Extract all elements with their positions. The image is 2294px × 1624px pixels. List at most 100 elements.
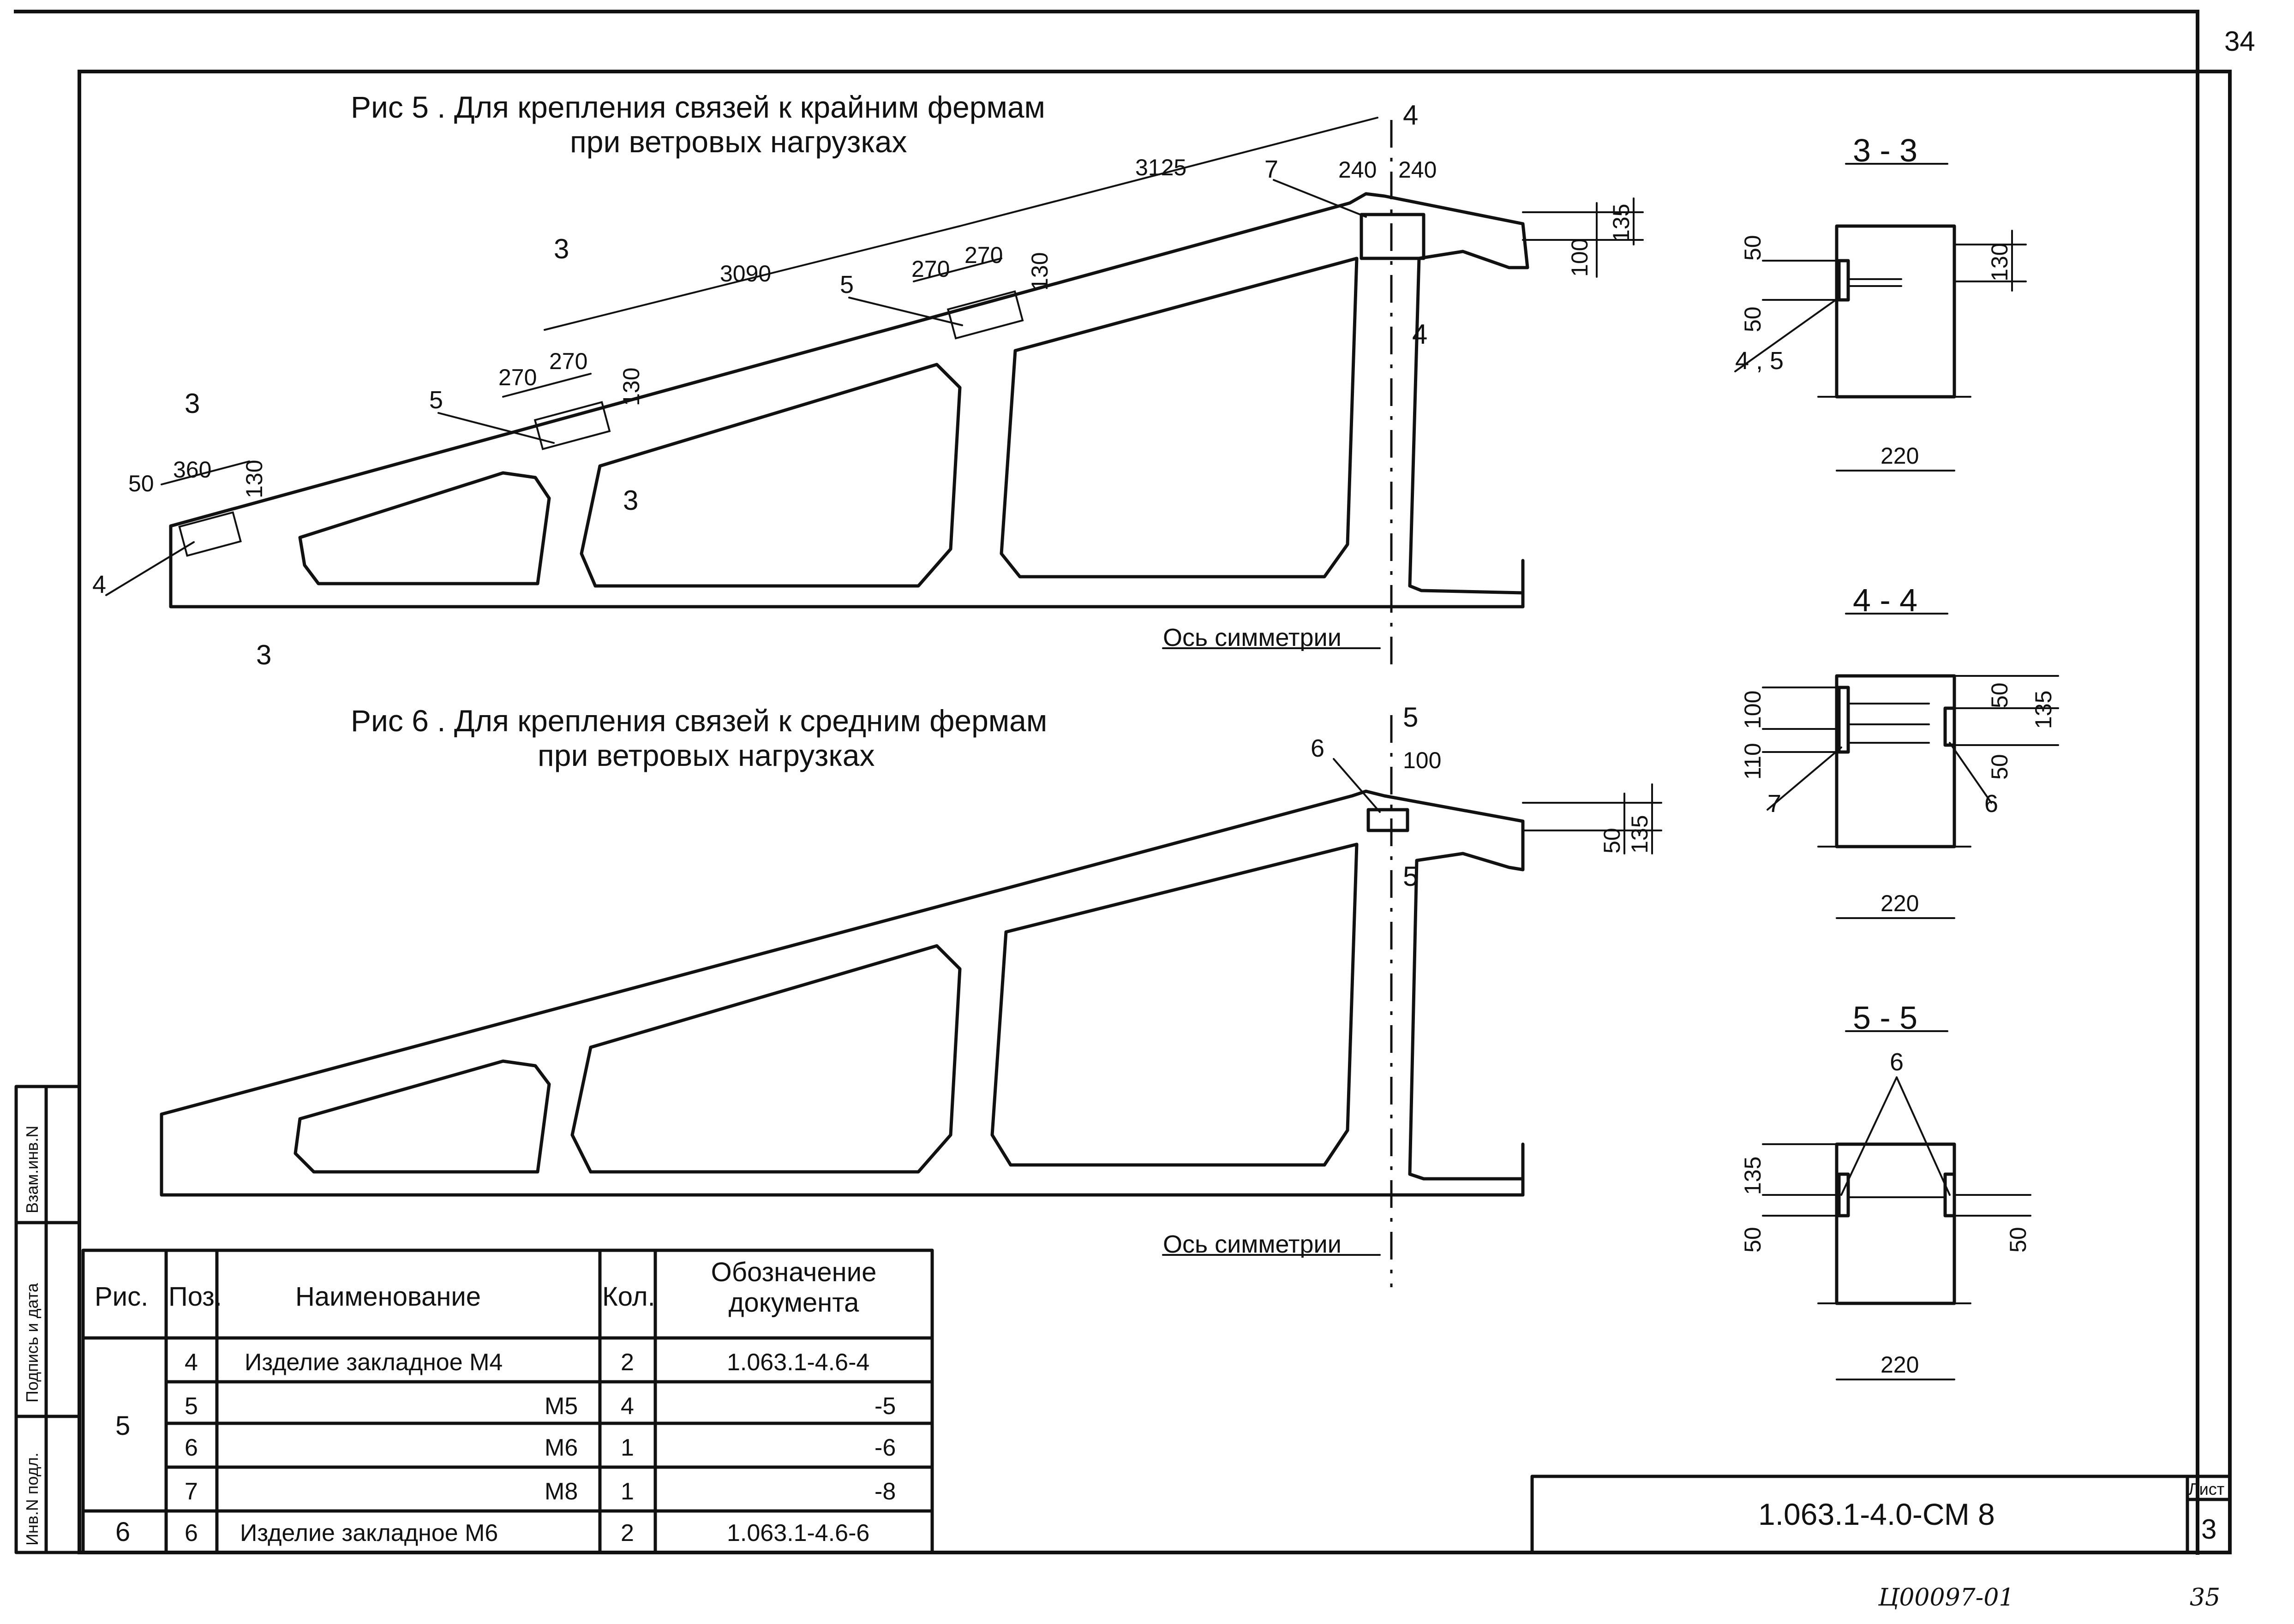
section-4-4	[1762, 613, 2059, 919]
table-header-pos: Поз.	[168, 1282, 222, 1312]
fig5-axis-label: Ось симметрии	[1163, 624, 1342, 651]
table-cell-qty: 1	[621, 1434, 634, 1461]
section-dim: 220	[1881, 1352, 1919, 1378]
sheet-frame	[14, 10, 2232, 1555]
fig5-dim: 3125	[1135, 155, 1186, 180]
section-dim: 135	[2030, 691, 2056, 729]
fig5-callout: 7	[1264, 155, 1278, 183]
fig6-axis-label: Ось симметрии	[1163, 1230, 1342, 1258]
table-cell-name: М6	[545, 1434, 578, 1461]
table-header-name: Наименование	[295, 1282, 481, 1312]
fig6-section-mark: 5	[1403, 702, 1418, 733]
fig6-embed-6	[1366, 808, 1409, 832]
table-cell-qty: 1	[621, 1478, 634, 1505]
fig5-dim: 270	[911, 256, 950, 282]
table-cell-pos: 5	[185, 1393, 198, 1420]
fig5-dim: 130	[618, 368, 644, 406]
table-cell-fig: 6	[115, 1517, 130, 1547]
table-cell-pos: 7	[185, 1478, 198, 1505]
section-dim: 220	[1881, 890, 1919, 916]
bottom-archive-code: Ц00097-01	[1878, 1584, 2014, 1612]
fig6-section-mark: 5	[1403, 861, 1418, 892]
fig6-title-line2: при ветровых нагрузках	[538, 738, 874, 772]
section-dim: 100	[1740, 691, 1766, 729]
section-callout: 6	[1984, 790, 1998, 818]
table-cell-qty: 4	[621, 1393, 634, 1420]
table-cell-name: М5	[545, 1393, 578, 1420]
fig5-truss-outline	[169, 192, 1529, 609]
table-cell-pos: 6	[185, 1520, 198, 1546]
section-dim: 50	[1740, 306, 1766, 332]
fig6-panel-1	[293, 1059, 551, 1174]
fig5-section-mark: 4	[1403, 100, 1418, 131]
fig5-callout: 4	[92, 571, 106, 598]
fig5-embed-5a	[533, 401, 611, 450]
fig5-section-mark: 3	[554, 233, 569, 264]
fig6-panel-3	[990, 842, 1359, 1167]
fig5-dim: 270	[964, 242, 1003, 268]
fig5-dim: 270	[498, 364, 537, 390]
table-header-qty: Кол.	[602, 1282, 655, 1312]
fig6-dim: 100	[1403, 747, 1441, 773]
sheet-label: Лист	[2188, 1480, 2224, 1499]
fig5-embed-5b	[946, 290, 1024, 340]
table-header-fig: Рис.	[95, 1282, 148, 1312]
section-dim: 135	[1740, 1157, 1766, 1195]
table-cell-name: М8	[545, 1478, 578, 1505]
section-dim: 50	[1740, 1227, 1766, 1253]
fig5-callout: 5	[840, 271, 854, 299]
spec-table	[81, 1248, 934, 1554]
figure-5: Рис 5 . Для крепления связей к крайним ф…	[105, 90, 1644, 674]
fig6-truss-outline	[160, 789, 1525, 1197]
fig6-title-line1: Рис 6 . Для крепления связей к средним ф…	[351, 704, 1047, 738]
section-4-4-title: 4 - 4	[1853, 582, 1917, 618]
section-dim: 130	[1987, 243, 2012, 281]
section-dim: 110	[1740, 743, 1766, 780]
fig5-section-mark: 3	[256, 639, 271, 670]
fig5-section-mark: 3	[623, 485, 638, 516]
fig5-section-mark: 4	[1412, 319, 1427, 350]
fig6-callout: 6	[1311, 734, 1324, 762]
fig6-dim: 50	[1599, 828, 1625, 854]
table-cell-fig: 5	[115, 1411, 130, 1441]
section-5-5-title: 5 - 5	[1853, 1000, 1917, 1036]
table-cell-doc: 1.063.1-4.6-6	[727, 1520, 869, 1546]
table-cell-doc: 1.063.1-4.6-4	[727, 1349, 869, 1376]
stamp-inv-orig: Инв.N подл.	[23, 1452, 42, 1546]
fig5-embed-7	[1360, 213, 1426, 260]
fig6-dim: 135	[1627, 815, 1653, 854]
section-callout: 7	[1767, 790, 1781, 818]
fig5-dim: 240	[1398, 157, 1437, 183]
table-cell-name: Изделие закладное М6	[240, 1520, 498, 1546]
side-stamp: Взам.инв.N Подпись и дата Инв.N подл.	[14, 1085, 81, 1554]
fig5-section-mark: 3	[185, 388, 200, 419]
table-header-doc: Обозначение документа	[711, 1257, 877, 1318]
sheet-number: 3	[2201, 1514, 2216, 1545]
section-3-3	[1734, 163, 2027, 472]
stamp-sign-date: Подпись и дата	[23, 1283, 42, 1403]
section-dim: 50	[1987, 754, 2012, 780]
top-sheet-number: 34	[2224, 26, 2255, 57]
fig5-title-line1: Рис 5 . Для крепления связей к крайним ф…	[351, 90, 1045, 124]
table-cell-pos: 6	[185, 1434, 198, 1461]
fig5-dim: 135	[1608, 204, 1634, 242]
stamp-replace-inv: Взам.инв.N	[23, 1126, 42, 1213]
title-block	[1530, 1475, 2232, 1554]
fig5-dim: 3090	[720, 261, 771, 287]
bottom-page-number: 35	[2190, 1584, 2220, 1612]
section-3-3-title: 3 - 3	[1853, 132, 1917, 168]
table-cell-pos: 4	[185, 1349, 198, 1376]
section-dim: 50	[1740, 235, 1766, 261]
figure-6: Рис 6 . Для крепления связей к средним ф…	[160, 704, 1662, 1287]
table-cell-doc: -8	[874, 1478, 896, 1505]
table-cell-doc: -5	[874, 1393, 896, 1420]
fig5-panel-2	[580, 363, 962, 588]
table-cell-doc: -6	[874, 1434, 896, 1461]
fig5-callout: 5	[429, 386, 443, 414]
fig5-embed-4	[178, 511, 242, 557]
fig5-dim: 270	[549, 348, 587, 374]
fig5-dim: 100	[1567, 239, 1593, 277]
table-cell-qty: 2	[621, 1349, 634, 1376]
table-cell-qty: 2	[621, 1520, 634, 1546]
section-dim: 50	[1987, 682, 2012, 708]
